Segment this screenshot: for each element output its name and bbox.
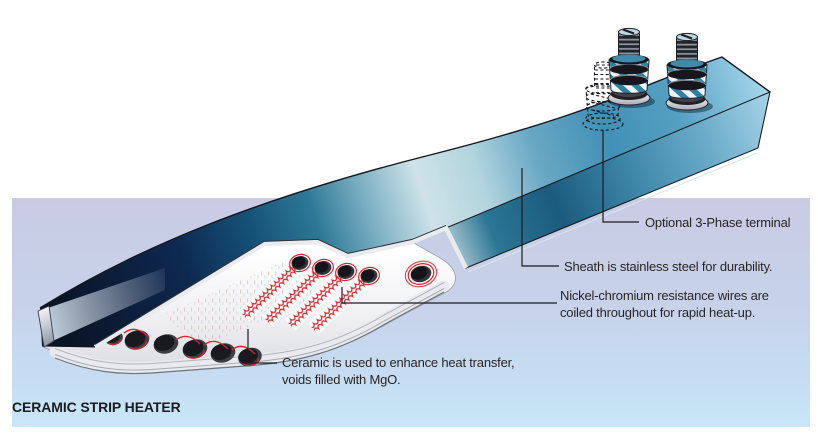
ceramic-hole [124,330,150,350]
resistance-coil-tube [261,259,332,327]
callout-wires-line1: Nickel-chromium resistance wires are [560,288,769,303]
callout-ceramic-line1: Ceramic is used to enhance heat transfer… [282,355,514,370]
sheath-end-face [37,305,55,348]
sheath-left-sheen [42,268,165,344]
leader-wires [341,287,557,304]
coil-hole [358,266,380,286]
sheath-cut-outline [94,224,447,345]
coil-hole [335,262,357,282]
resistance-coil-tube [307,267,378,335]
terminal-post-1 [607,27,656,109]
sheath-far-edge [39,56,771,309]
front-face-bottom-highlight [467,152,758,273]
coil-hole [312,258,334,278]
sheath-top-surface [40,57,770,347]
resistance-wire-squiggles [123,328,256,355]
resistance-coil-tube [238,254,309,322]
ceramic-hole [153,334,179,354]
callout-labels: Optional 3-Phase terminal Sheath is stai… [282,215,791,387]
coil-bank [238,253,438,335]
leader-ceramic [247,329,277,364]
callout-optional-terminal: Optional 3-Phase terminal [645,215,791,230]
callout-sheath: Sheath is stainless steel for durability… [564,259,772,274]
strip-sheath [37,56,771,349]
leader-lines [247,130,639,364]
callout-wires-line2: coiled throughout for rapid heat-up. [560,305,755,320]
diagram-title: CERAMIC STRIP HEATER [12,399,181,415]
resistance-coil-tube [284,263,355,331]
coil-hole [289,253,311,273]
sheath-left-bottom-edge [41,345,96,348]
sheath-cut-rim [93,225,469,349]
coil-tip-hole [404,260,438,288]
callout-ceramic-line2: voids filled with MgO. [282,372,400,387]
terminal-post-2 [665,32,714,114]
ceramic-hole [182,339,208,359]
leader-optional-terminal [602,130,639,223]
leader-sheath [521,168,559,267]
